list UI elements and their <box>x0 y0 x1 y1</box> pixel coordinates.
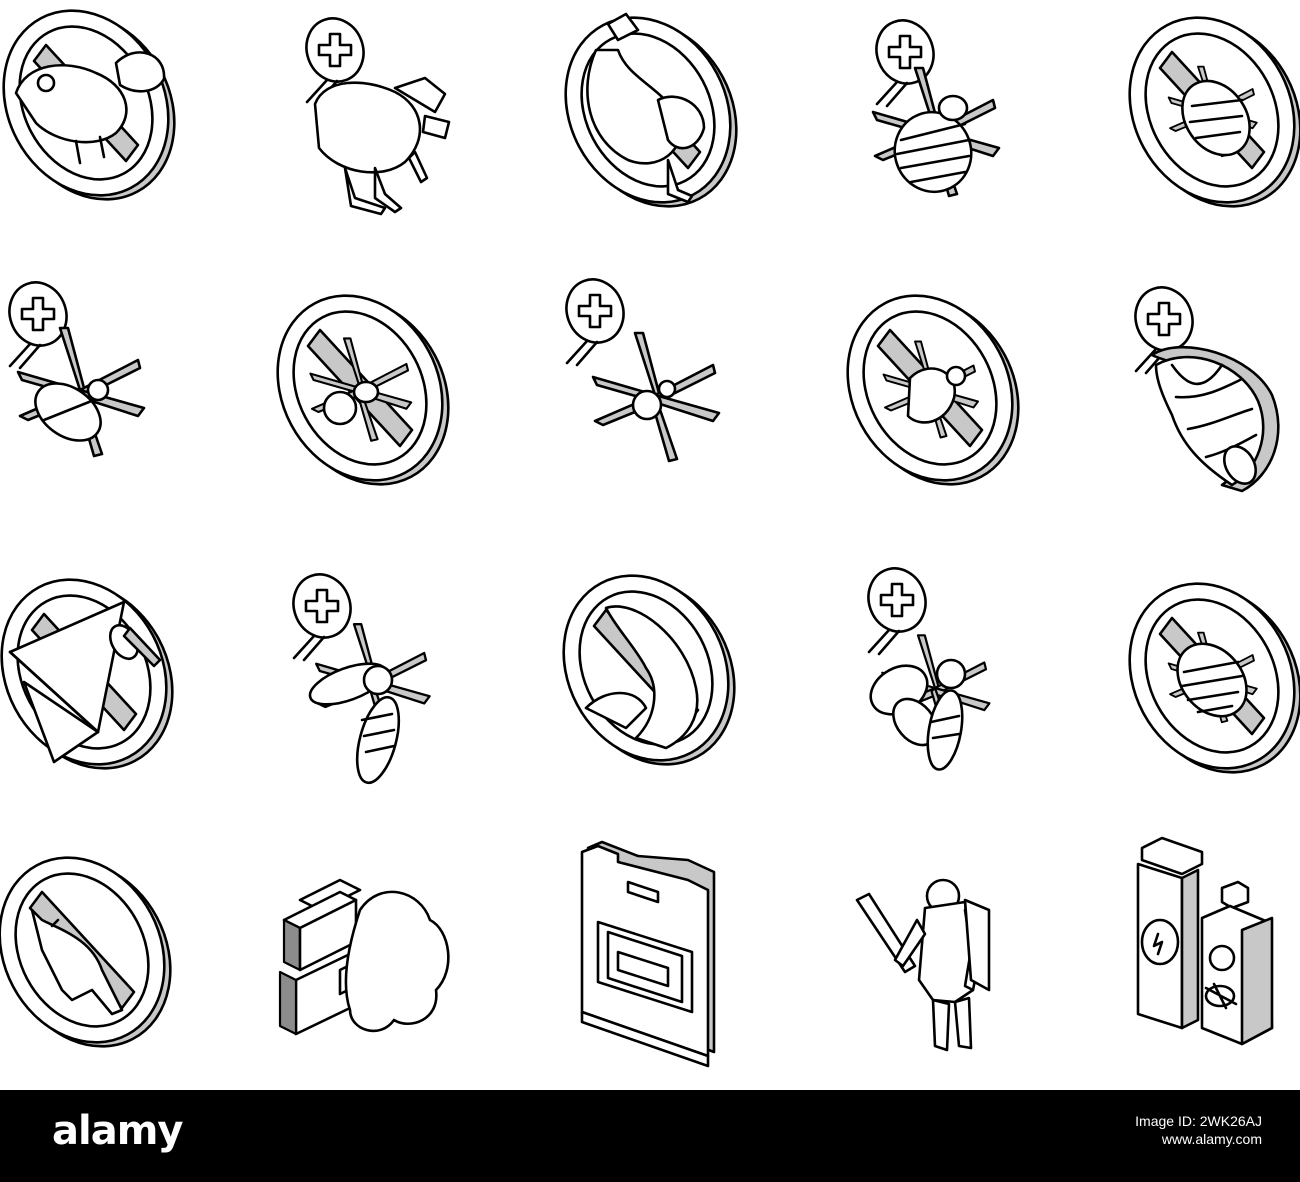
no-squirrel-icon <box>532 0 770 237</box>
icon-grid <box>0 0 1300 1077</box>
larva-medical-icon <box>1125 278 1280 493</box>
pesticide-canister-icon <box>580 840 716 1068</box>
watermark-logo: alamy <box>52 1108 183 1154</box>
fumigation-device-icon <box>278 878 450 1036</box>
no-flea-icon <box>814 265 1052 515</box>
no-spider-icon <box>244 265 482 515</box>
no-bedbug-icon <box>1096 0 1300 237</box>
exterminator-worker-icon <box>855 878 991 1052</box>
no-bird-icon <box>530 545 768 795</box>
wasp-medical-icon <box>283 565 431 785</box>
no-moth-icon <box>0 549 206 799</box>
insecticide-spray-bottles-icon <box>1136 836 1274 1046</box>
tick-medical-icon <box>866 11 1001 198</box>
rodent-medical-icon <box>296 9 451 216</box>
no-beetle-icon <box>1096 553 1300 803</box>
fly-medical-icon <box>858 559 991 771</box>
no-rodent-icon <box>0 0 208 230</box>
watermark-id: Image ID: 2WK26AJ www.alamy.com <box>1135 1112 1262 1148</box>
no-fox-icon <box>0 827 204 1077</box>
watermark-bar: alamy Image ID: 2WK26AJ www.alamy.com <box>0 1090 1300 1182</box>
site-url-text: www.alamy.com <box>1161 1131 1262 1147</box>
image-id-text: Image ID: 2WK26AJ <box>1135 1113 1262 1129</box>
spider-medical-icon <box>556 270 721 463</box>
beetle-medical-icon <box>0 273 146 458</box>
